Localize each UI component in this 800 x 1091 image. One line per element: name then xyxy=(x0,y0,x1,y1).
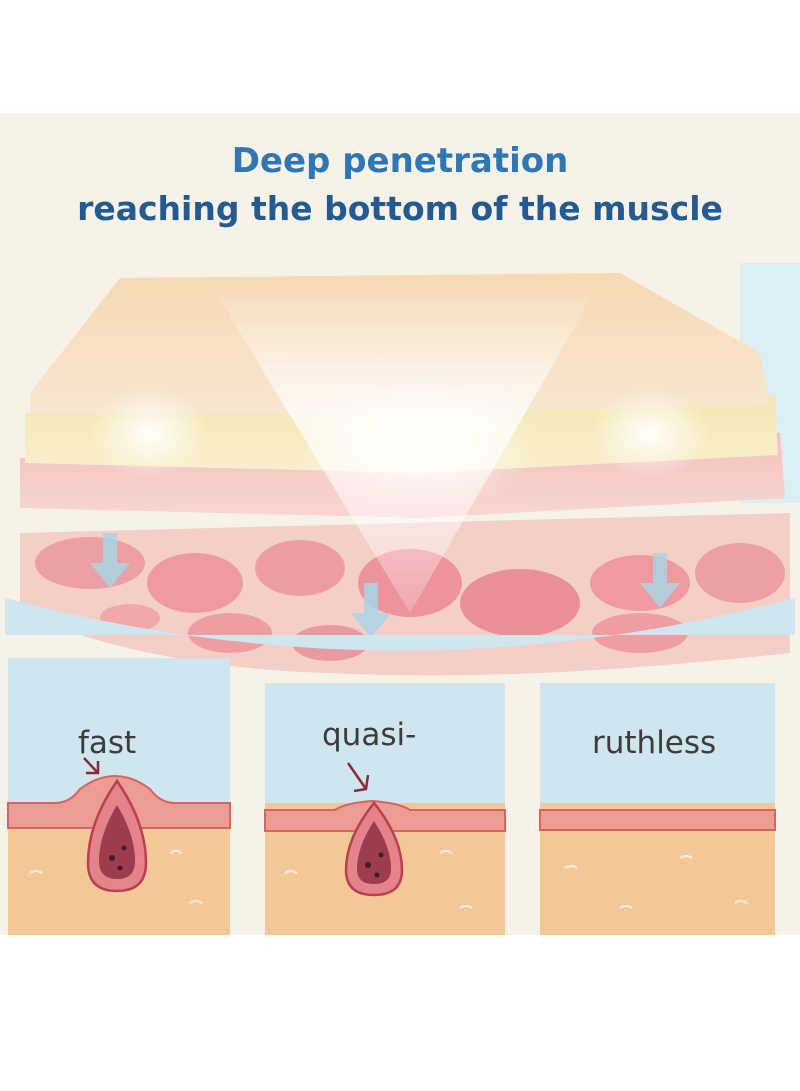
panel-quasi xyxy=(264,683,506,935)
headline-line-2: reaching the bottom of the muscle xyxy=(77,189,723,228)
pointer-arrow-icon xyxy=(346,762,370,793)
skin-layers-illustration xyxy=(5,263,800,935)
glow xyxy=(300,373,540,513)
panel-label-ruthless: ruthless xyxy=(592,725,717,761)
pointer-arrow-icon xyxy=(83,757,100,775)
glow-right xyxy=(590,388,710,478)
panel-fast xyxy=(7,658,231,935)
arrow-down-icon xyxy=(351,583,391,638)
illustration-card: Deep penetration reaching the bottom of … xyxy=(0,113,800,935)
arrow-down-icon xyxy=(640,553,680,608)
panel-label-quasi: quasi- xyxy=(322,717,417,753)
panel-label-fast: fast xyxy=(78,725,137,761)
headline-line-1: Deep penetration xyxy=(231,141,569,181)
panel-ruthless xyxy=(539,683,776,935)
arc-band xyxy=(5,598,795,651)
arrow-down-icon xyxy=(90,533,130,588)
glow-left xyxy=(90,388,210,478)
